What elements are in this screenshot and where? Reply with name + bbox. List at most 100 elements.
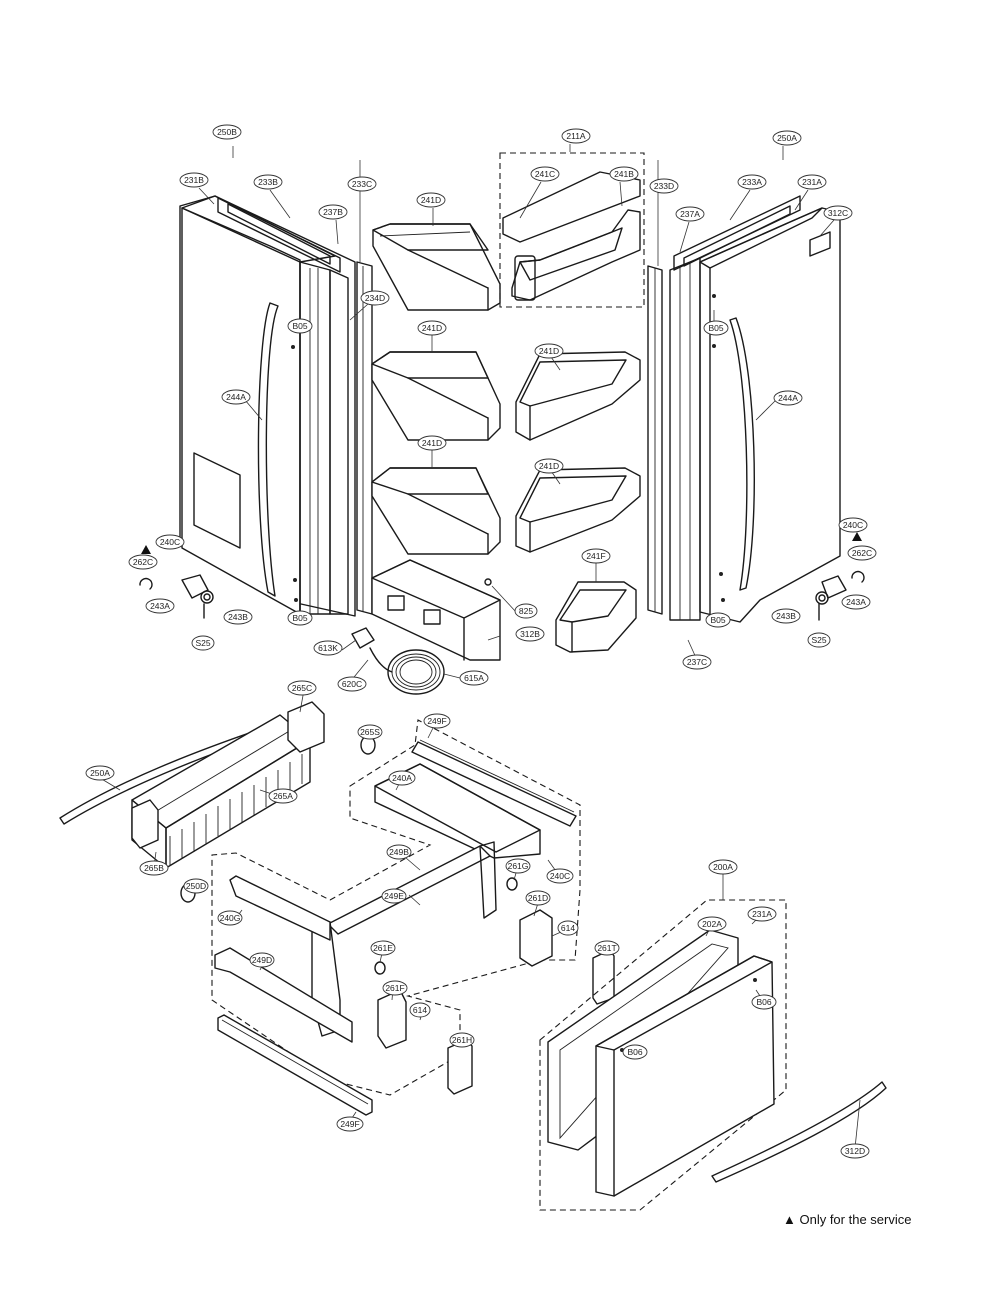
part-label-text: 261F xyxy=(385,983,404,993)
part-label-text: 620C xyxy=(342,679,362,689)
part-label-240C-right: 240C xyxy=(838,517,868,533)
part-label-text: 261E xyxy=(373,943,393,953)
left-door-assembly xyxy=(139,160,373,619)
part-label-text: 241F xyxy=(586,551,605,561)
part-label-240G: 240G xyxy=(217,910,243,926)
part-label-312C: 312C xyxy=(823,205,853,221)
part-label-text: 233C xyxy=(352,179,372,189)
part-label-text: 250A xyxy=(777,133,797,143)
part-label-text: 244A xyxy=(778,393,798,403)
part-label-text: 250B xyxy=(217,127,237,137)
part-label-text: 241D xyxy=(422,323,442,333)
part-label-234D: 234D xyxy=(360,290,390,306)
part-label-text: 243B xyxy=(776,611,796,621)
part-label-text: 233A xyxy=(742,177,762,187)
part-label-text: 250A xyxy=(90,768,110,778)
part-label-text: 261H xyxy=(452,1035,472,1045)
part-label-text: 825 xyxy=(519,606,533,616)
part-label-text: 265C xyxy=(292,683,312,693)
part-label-250D: 250D xyxy=(183,878,209,894)
part-label-text: 243A xyxy=(150,601,170,611)
part-label-240A: 240A xyxy=(388,770,416,786)
part-label-text: 615A xyxy=(464,673,484,683)
part-label-text: B05 xyxy=(292,321,307,331)
part-label-241D-top: 241D xyxy=(416,192,446,208)
part-label-text: S25 xyxy=(811,635,826,645)
part-label-825: 825 xyxy=(514,603,538,619)
part-label-text: 613K xyxy=(318,643,338,653)
part-label-text: 243B xyxy=(228,612,248,622)
assembly-211A-outline xyxy=(499,152,645,308)
part-label-text: 244A xyxy=(226,392,246,402)
part-label-text: 231B xyxy=(184,175,204,185)
part-label-233B: 233B xyxy=(253,174,283,190)
part-label-261G: 261G xyxy=(505,858,531,874)
part-label-265B: 265B xyxy=(139,860,169,876)
part-label-249F-top: 249F xyxy=(423,713,451,729)
part-label-261F: 261F xyxy=(382,980,408,996)
part-label-243A: 243A xyxy=(145,598,175,614)
part-label-249D: 249D xyxy=(249,952,275,968)
part-label-241D-5: 241D xyxy=(534,458,564,474)
part-label-261D: 261D xyxy=(525,890,551,906)
part-label-text: B05 xyxy=(710,615,725,625)
part-label-265C: 265C xyxy=(287,680,317,696)
part-label-text: 312C xyxy=(828,208,848,218)
part-label-text: 249E xyxy=(384,891,404,901)
part-label-265S: 265S xyxy=(357,724,383,740)
part-label-250A-bin: 250A xyxy=(85,765,115,781)
part-label-241F: 241F xyxy=(581,548,611,564)
part-label-text: 265A xyxy=(273,791,293,801)
part-label-B06-a: B06 xyxy=(751,994,777,1010)
part-label-text: 261G xyxy=(508,861,529,871)
part-label-text: 233D xyxy=(654,181,674,191)
part-label-241C: 241C xyxy=(530,166,560,182)
part-label-241D-4: 241D xyxy=(417,435,447,451)
part-label-312D: 312D xyxy=(840,1143,870,1159)
part-label-text: 249F xyxy=(427,716,446,726)
part-label-249B: 249B xyxy=(386,844,412,860)
part-label-243A-right: 243A xyxy=(841,594,871,610)
part-label-text: S25 xyxy=(195,638,210,648)
crisper-basket xyxy=(59,701,325,869)
part-label-B05-b: B05 xyxy=(703,320,729,336)
door-bins xyxy=(371,223,641,653)
part-label-text: 312D xyxy=(845,1146,865,1156)
part-label-615A: 615A xyxy=(459,670,489,686)
part-label-265A: 265A xyxy=(268,788,298,804)
right-door-assembly xyxy=(647,160,865,623)
part-label-text: 262C xyxy=(852,548,872,558)
part-label-B06-b: B06 xyxy=(622,1044,648,1060)
part-label-text: 261D xyxy=(528,893,548,903)
part-label-text: 241D xyxy=(421,195,441,205)
part-label-text: 241B xyxy=(614,169,634,179)
part-label-text: 261T xyxy=(597,943,616,953)
part-label-B05-c: B05 xyxy=(287,610,313,626)
part-labels: 250B 211A 250A 231B 233B 233C 241D 241C … xyxy=(85,124,877,1159)
assembly-211A-parts xyxy=(502,171,641,301)
part-label-text: 241C xyxy=(535,169,555,179)
part-label-text: 614 xyxy=(413,1005,427,1015)
part-label-text: 312B xyxy=(520,629,540,639)
part-label-text: 211A xyxy=(566,131,586,141)
part-label-text: 249D xyxy=(252,955,272,965)
part-label-620C: 620C xyxy=(337,676,367,692)
part-label-text: 243A xyxy=(846,597,866,607)
part-label-249F-bottom: 249F xyxy=(336,1116,364,1132)
part-label-614-b: 614 xyxy=(409,1002,431,1018)
part-label-211A: 211A xyxy=(561,128,591,144)
part-label-243B: 243B xyxy=(223,609,253,625)
part-label-S25: S25 xyxy=(191,635,215,651)
part-label-text: 233B xyxy=(258,177,278,187)
part-label-text: 249B xyxy=(389,847,409,857)
part-label-202A: 202A xyxy=(697,916,727,932)
part-label-text: 265S xyxy=(360,727,380,737)
part-label-text: 262C xyxy=(133,557,153,567)
part-label-312B: 312B xyxy=(515,626,545,642)
part-label-244A-right: 244A xyxy=(773,390,803,406)
part-label-text: B06 xyxy=(756,997,771,1007)
part-label-text: 200A xyxy=(713,862,733,872)
part-label-text: 240C xyxy=(550,871,570,881)
part-label-text: 202A xyxy=(702,919,722,929)
